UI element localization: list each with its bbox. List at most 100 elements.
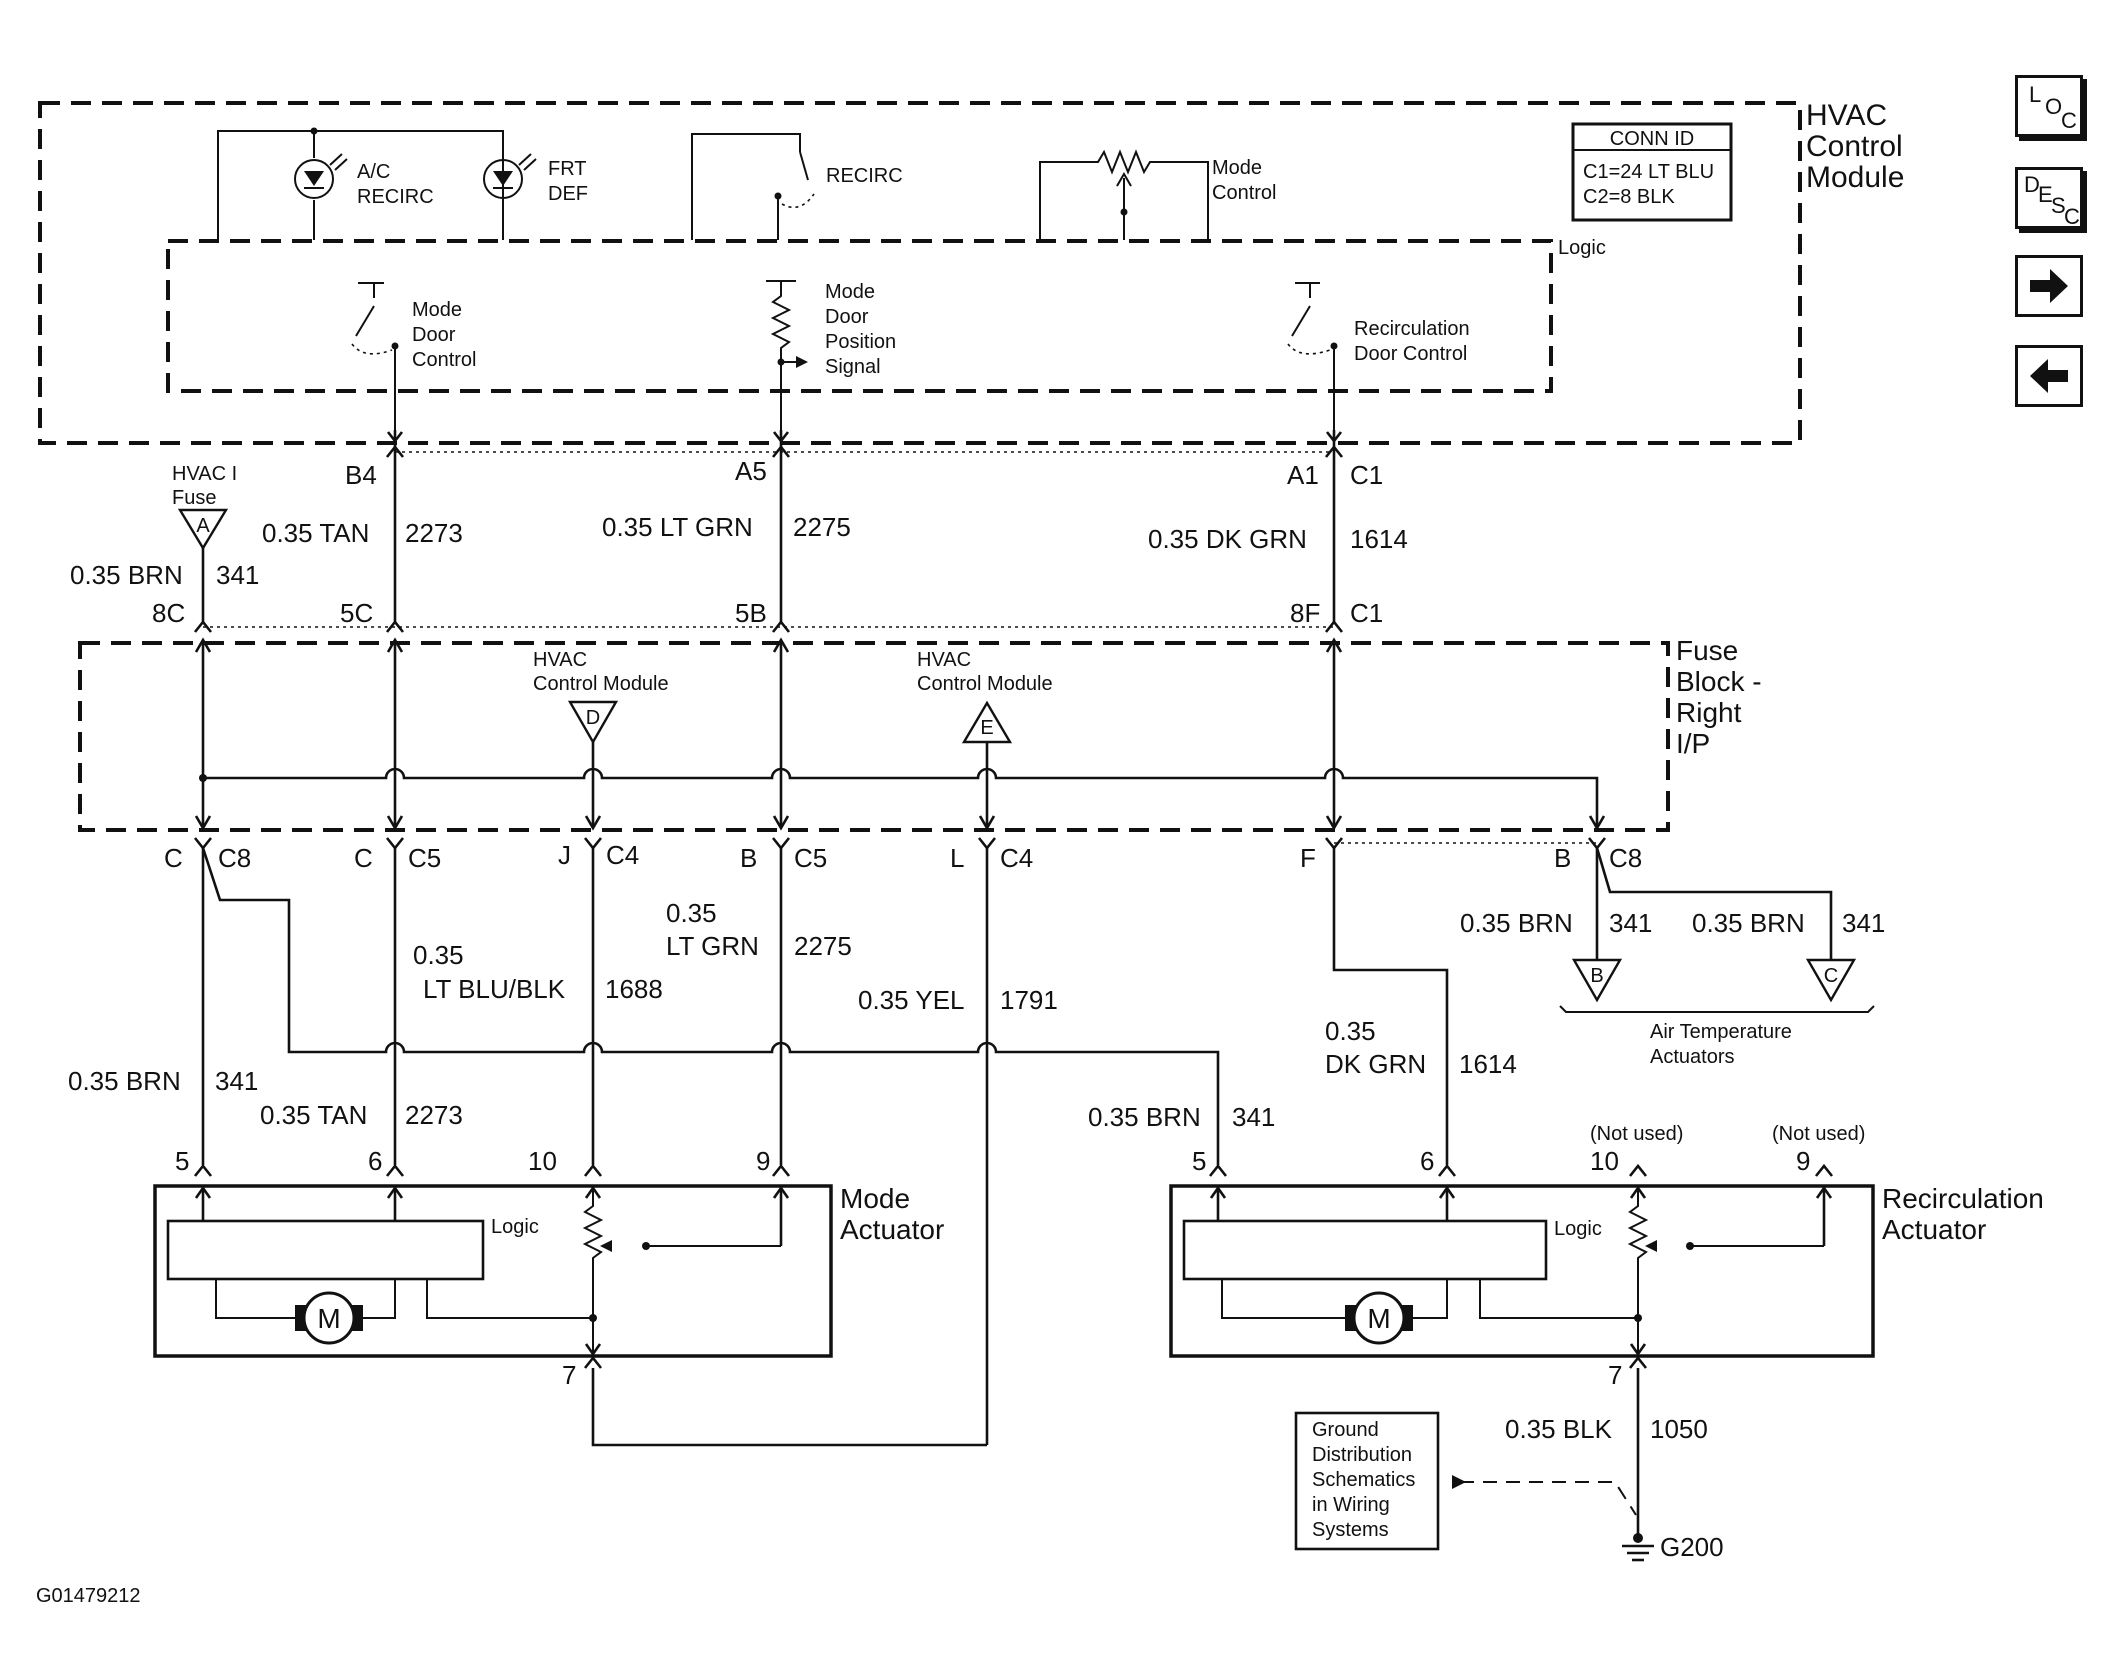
prev-button[interactable] xyxy=(2015,345,2083,407)
brn-fuse-size: 0.35 BRN xyxy=(70,560,183,590)
ref-d-label-2: Control Module xyxy=(533,673,669,695)
conn-id-box: CONN ID C1=24 LT BLU C2=8 BLK xyxy=(1571,122,1733,222)
fuse-block-bottom-connectors: C C8 C C5 J C4 B C5 L C4 F B C8 xyxy=(164,837,1642,873)
loc-letter-c: C xyxy=(2061,108,2077,133)
ltblu-mid-size-1: 0.35 xyxy=(413,940,464,970)
mdps-label-1: Mode xyxy=(825,281,875,303)
fuse-name-2: Fuse xyxy=(172,487,216,509)
rdc-label-2: Door Control xyxy=(1354,343,1467,365)
conn-8c: 8C xyxy=(152,598,185,628)
recirc-actuator-title-2: Actuator xyxy=(1882,1214,1986,1245)
tan-top-circuit: 2273 xyxy=(405,518,463,548)
mode-control-pot: Mode Control xyxy=(1039,149,1276,240)
yel-mid-circuit: 1791 xyxy=(1000,985,1058,1015)
fuse-block-right-ip: Fuse Block - Right I/P HVAC Control Modu… xyxy=(78,635,1762,832)
arrow-left-icon xyxy=(2030,359,2068,393)
air-temp-label-2: Actuators xyxy=(1650,1046,1734,1068)
mode-door-control-switch: Mode Door Control xyxy=(351,282,476,430)
desc-letter-c: C xyxy=(2064,204,2080,229)
dkgrn-low-size-1: 0.35 xyxy=(1325,1016,1376,1046)
mode-pin-7: 7 xyxy=(562,1360,576,1390)
hvac-module-title-1: HVAC xyxy=(1806,99,1887,132)
mode-door-position-signal: Mode Door Position Signal xyxy=(766,280,896,430)
desc-letter-d: D xyxy=(2024,172,2040,197)
recirc-not-used-9: (Not used) xyxy=(1772,1123,1865,1145)
recirc-logic-block xyxy=(1182,1219,1548,1281)
mode-motor-icon: M xyxy=(295,1291,363,1345)
mode-pin-6: 6 xyxy=(368,1146,382,1176)
mdps-label-3: Position xyxy=(825,331,896,353)
hvac-logic-label: Logic xyxy=(1558,237,1606,259)
mode-actuator-title-1: Mode xyxy=(840,1183,910,1214)
desc-button[interactable]: D E S C xyxy=(2015,167,2083,229)
mode-pin-10: 10 xyxy=(528,1146,557,1176)
ltgrn-mid-circuit: 2275 xyxy=(794,931,852,961)
recirc-switch-contact-icon xyxy=(799,151,809,181)
mode-control-label-2: Control xyxy=(1212,182,1276,204)
hvac-fuse: HVAC I Fuse A xyxy=(172,463,237,551)
bot-conn-c-1: C xyxy=(164,843,183,873)
recirc-pin-6: 6 xyxy=(1420,1146,1434,1176)
recirc-door-control-switch: Recirculation Door Control xyxy=(1287,282,1470,430)
ground-ref-2: Distribution xyxy=(1312,1444,1412,1466)
mode-pin-9: 9 xyxy=(756,1146,770,1176)
hvac-logic-box xyxy=(166,239,1553,393)
fuse-block-title-4: I/P xyxy=(1676,728,1710,759)
brn-left-circuit: 341 xyxy=(215,1066,258,1096)
tan-low-circuit: 2273 xyxy=(405,1100,463,1130)
mode-logic-label: Logic xyxy=(491,1216,539,1238)
mdps-label-4: Signal xyxy=(825,356,881,378)
mode-logic-block xyxy=(166,1219,485,1281)
bot-conn-b: B xyxy=(740,843,757,873)
ground-ref-1: Ground xyxy=(1312,1419,1379,1441)
ref-d: D xyxy=(586,707,600,729)
bot-conn-c8: C8 xyxy=(218,843,251,873)
air-temp-label-1: Air Temperature xyxy=(1650,1021,1792,1043)
dkgrn-top-circuit: 1614 xyxy=(1350,524,1408,554)
hvac-module-title-2: Control xyxy=(1806,130,1903,163)
fuse-ref-icon xyxy=(177,508,229,551)
yel-mid-size: 0.35 YEL xyxy=(858,985,965,1015)
desc-letter-e: E xyxy=(2038,182,2053,207)
recirc-actuator-title-1: Recirculation xyxy=(1882,1183,2044,1214)
ltgrn-mid-size-1: 0.35 xyxy=(666,898,717,928)
brn-air2-size: 0.35 BRN xyxy=(1692,908,1805,938)
conn-c1-top: C1 xyxy=(1350,460,1383,490)
loc-letter-o: O xyxy=(2045,94,2062,119)
conn-8f: 8F xyxy=(1290,598,1320,628)
air-temp-ref-b-icon xyxy=(1571,958,1623,1003)
bot-conn-c5: C5 xyxy=(408,843,441,873)
recirc-pin-9: 9 xyxy=(1796,1146,1810,1176)
arrow-right-icon xyxy=(2030,269,2068,303)
blk-gnd-circuit: 1050 xyxy=(1650,1414,1708,1444)
dkgrn-low-circuit: 1614 xyxy=(1459,1049,1517,1079)
ref-e-icon xyxy=(961,700,1013,744)
fuse-name-1: HVAC I xyxy=(172,463,237,485)
brn-air2-circuit: 341 xyxy=(1842,908,1885,938)
conn-id-line-1: C1=24 LT BLU xyxy=(1583,161,1714,183)
ref-d-label-1: HVAC xyxy=(533,649,587,671)
fuse-block-title-1: Fuse xyxy=(1676,635,1738,666)
bot-conn-l: L xyxy=(950,843,964,873)
bot-conn-c4: C4 xyxy=(606,840,639,870)
mode-actuator: Mode Actuator 5 6 10 9 Logic M xyxy=(153,1146,944,1390)
brn-air1-size: 0.35 BRN xyxy=(1460,908,1573,938)
blk-gnd-size: 0.35 BLK xyxy=(1505,1414,1613,1444)
bot-conn-b2: B xyxy=(1554,843,1571,873)
ac-label: A/C xyxy=(357,161,390,183)
recirc-switch-label: RECIRC xyxy=(826,165,903,187)
recirc-pin-5: 5 xyxy=(1192,1146,1206,1176)
ground-g200: G200 xyxy=(1660,1532,1724,1562)
recirc-motor-label: M xyxy=(1367,1303,1390,1334)
mode-motor-label: M xyxy=(317,1303,340,1334)
loc-button[interactable]: L O C xyxy=(2015,75,2083,137)
brn-air1-circuit: 341 xyxy=(1609,908,1652,938)
lower-harness: 0.35 LT BLU/BLK 1688 0.35 LT GRN 2275 0.… xyxy=(68,847,1885,1447)
next-button[interactable] xyxy=(2015,255,2083,317)
mode-actuator-title-2: Actuator xyxy=(840,1214,944,1245)
recirc-not-used-10: (Not used) xyxy=(1590,1123,1683,1145)
rdc-label-1: Recirculation xyxy=(1354,318,1470,340)
mode-control-label-1: Mode xyxy=(1212,157,1262,179)
ref-e-label-1: HVAC xyxy=(917,649,971,671)
recirculation-actuator: Recirculation Actuator 5 6 10 9 (Not use… xyxy=(1169,1123,2044,1390)
